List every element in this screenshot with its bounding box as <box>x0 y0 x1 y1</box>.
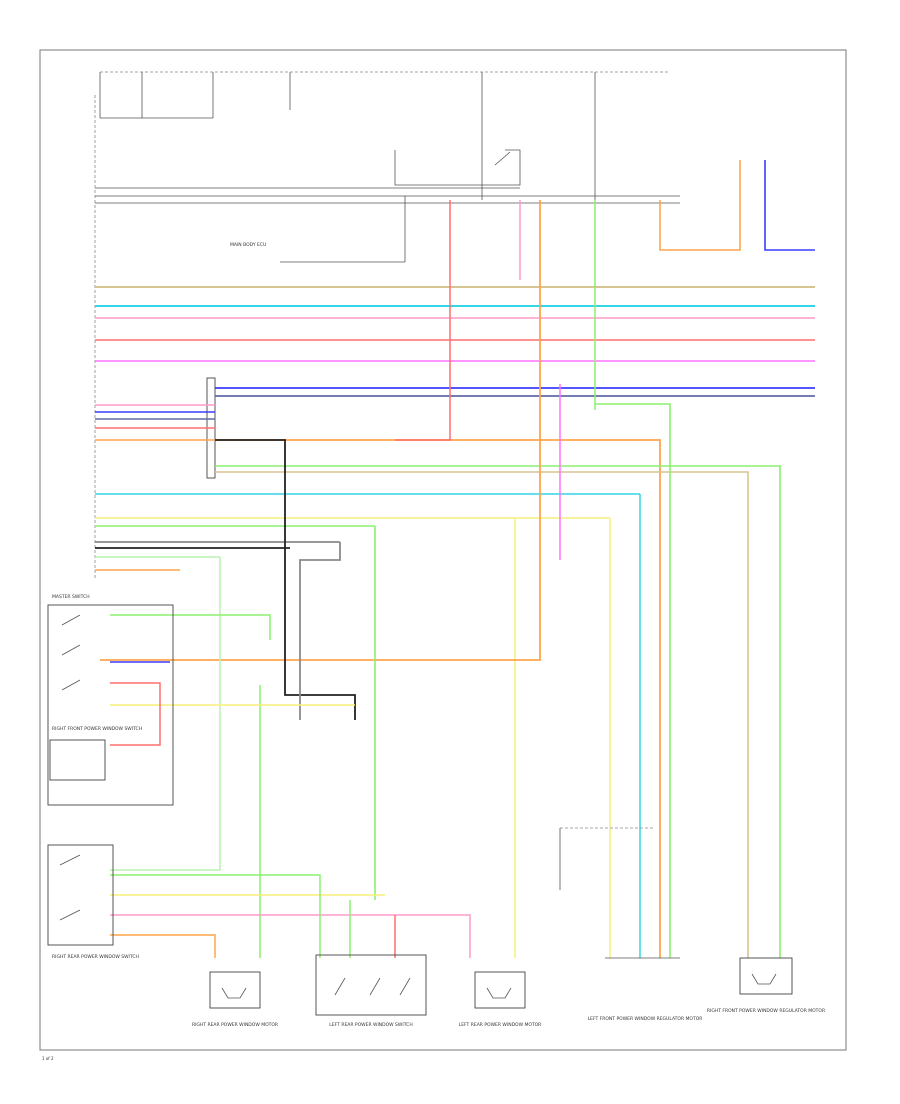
drop-blue-top <box>764 160 815 251</box>
rr-switch-contact-2 <box>59 909 81 921</box>
rf-regulator-symbol <box>751 973 777 985</box>
feeder-orange-rr <box>110 934 216 958</box>
mode-switch-label: MASTER SWITCH <box>52 594 90 600</box>
drop-tan-right <box>215 471 749 958</box>
mode-switch-contact-3 <box>61 679 81 691</box>
rf-switch-block <box>49 739 106 781</box>
relay-contact <box>494 151 511 166</box>
rr-switch-label: RIGHT REAR POWER WINDOW SWITCH <box>52 954 139 960</box>
rr-motor-label: RIGHT REAR POWER WINDOW MOTOR <box>192 1022 278 1028</box>
mode-switch-contact-1 <box>61 614 81 626</box>
drop-orange-main <box>215 439 661 958</box>
drop-red-mid <box>395 200 451 441</box>
lr-switch-box <box>315 954 427 1016</box>
lr-switch-contact-1 <box>334 977 346 996</box>
lr-motor-box <box>474 971 526 1009</box>
rr-motor-box <box>209 971 261 1009</box>
feeder-ltgreen <box>110 557 221 871</box>
lr-motor-symbol <box>486 987 512 999</box>
control-unit-label: MAIN BODY ECU <box>230 242 266 248</box>
drop-green-lf <box>595 403 671 958</box>
feeder-green-top <box>110 614 271 640</box>
feeder-red-rf <box>110 682 161 746</box>
lr-motor-label: LEFT REAR POWER WINDOW MOTOR <box>459 1022 542 1028</box>
rr-switch-contact-1 <box>59 854 81 866</box>
feeder-black <box>215 439 356 720</box>
mode-switch-block <box>47 604 174 806</box>
feeder-pink-rr <box>110 914 471 958</box>
rr-motor-symbol <box>221 987 247 999</box>
rf-regulator-box <box>739 957 793 995</box>
lr-switch-label: LEFT REAR POWER WINDOW SWITCH <box>329 1022 412 1028</box>
feeder-green-rr <box>110 874 321 958</box>
mode-switch-contact-2 <box>61 644 81 656</box>
lr-switch-contact-3 <box>399 977 411 996</box>
rf-switch-label: RIGHT FRONT POWER WINDOW SWITCH <box>52 726 142 732</box>
drop-tan-top <box>659 160 741 251</box>
lf-regulator-label: LEFT FRONT POWER WINDOW REGULATOR MOTOR <box>588 1016 703 1022</box>
relay-symbol <box>394 149 521 186</box>
rf-regulator-label: RIGHT FRONT POWER WINDOW REGULATOR MOTOR <box>707 1008 825 1014</box>
drop-orange-mid <box>100 200 541 661</box>
diagram-frame <box>39 49 847 1051</box>
figure-number: 1 of 2 <box>42 1056 54 1061</box>
feeder-gray <box>299 542 341 720</box>
drop-green-right <box>215 465 781 958</box>
rr-switch-block <box>47 844 114 946</box>
lr-switch-contact-2 <box>369 977 381 996</box>
